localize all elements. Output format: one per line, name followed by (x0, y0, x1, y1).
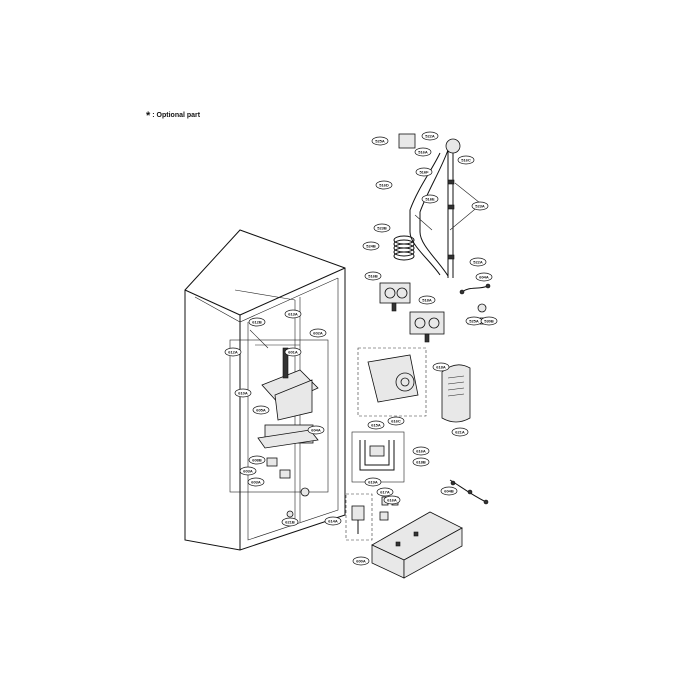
svg-text:524B: 524B (366, 244, 376, 249)
svg-text:523A: 523A (475, 204, 485, 209)
label-524b: 524B (362, 241, 380, 251)
svg-text:518A: 518A (422, 298, 432, 303)
svg-text:523B: 523B (377, 226, 387, 231)
label-619a: 619A (364, 477, 382, 487)
relay-component (345, 493, 373, 541)
water-tubing-assembly (398, 133, 481, 278)
svg-text:516F: 516F (419, 170, 429, 175)
label-612a: 612A (224, 347, 242, 357)
label-600a: 600A (352, 556, 370, 566)
label-516d: 516D (375, 180, 393, 190)
svg-text:621A: 621A (455, 430, 465, 435)
svg-text:603A: 603A (243, 469, 253, 474)
svg-text:600A: 600A (356, 559, 366, 564)
label-617a: 617A (376, 487, 394, 497)
svg-text:619A: 619A (368, 480, 378, 485)
label-516c: 516C (457, 155, 475, 165)
main-control-box (371, 511, 463, 579)
ice-maker (357, 347, 427, 417)
label-602a: 602A (309, 328, 327, 338)
svg-text:618A: 618A (436, 365, 446, 370)
label-523a: 523A (471, 201, 489, 211)
svg-text:616A: 616A (416, 449, 426, 454)
label-603a: 603A (239, 466, 257, 476)
label-604a-dispenser: 604A (307, 425, 325, 435)
label-616a: 616A (412, 446, 430, 456)
svg-text:616A: 616A (387, 498, 397, 503)
svg-text:604A: 604A (479, 275, 489, 280)
label-612b: 612B (248, 317, 266, 327)
svg-text:614A: 614A (328, 519, 338, 524)
wire-harness-lower (449, 479, 489, 505)
svg-text:522A: 522A (473, 260, 483, 265)
optional-part-note: *: Optional part (146, 110, 200, 122)
label-616a-lower: 616A (383, 495, 401, 505)
svg-text:516A: 516A (418, 150, 428, 155)
label-614a: 614A (324, 516, 342, 526)
label-523b: 523B (373, 223, 391, 233)
label-613a: 613A (284, 309, 302, 319)
svg-text:616C: 616C (391, 419, 401, 424)
optional-star-symbol: * (146, 110, 151, 122)
label-621b: 621B (281, 517, 299, 527)
ice-bin-cover (441, 364, 471, 423)
label-518a: 518A (418, 295, 436, 305)
svg-text:604A: 604A (311, 428, 321, 433)
water-valve-lower (409, 311, 445, 343)
svg-text:516D: 516D (379, 183, 389, 188)
svg-text:613A: 613A (288, 312, 298, 317)
label-610a: 610A (234, 388, 252, 398)
svg-text:610A: 610A (238, 391, 248, 396)
svg-text:615A: 615A (371, 423, 381, 428)
svg-text:516B: 516B (368, 274, 378, 279)
svg-text:604B: 604B (444, 489, 454, 494)
label-616c: 616C (387, 416, 405, 426)
label-615a: 615A (367, 420, 385, 430)
svg-text:530B: 530B (484, 319, 494, 324)
label-530b: 530B (480, 316, 498, 326)
svg-text:602A: 602A (313, 331, 323, 336)
label-603a-lower: 603A (247, 477, 265, 487)
label-516a: 516A (414, 147, 432, 157)
svg-text:621B: 621B (285, 520, 295, 525)
wire-harness-upper (459, 283, 491, 295)
label-605a: 605A (252, 405, 270, 415)
label-525a: 525A (371, 136, 389, 146)
svg-text:618B: 618B (416, 460, 426, 465)
svg-text:603A: 603A (251, 480, 261, 485)
svg-text:608B: 608B (252, 458, 262, 463)
svg-text:612A: 612A (228, 350, 238, 355)
svg-text:516E: 516E (425, 197, 435, 202)
label-604b: 604B (440, 486, 458, 496)
svg-text:525A: 525A (375, 139, 385, 144)
label-522a-lower: 522A (469, 257, 487, 267)
heater-duct-assembly (351, 431, 405, 483)
label-516f: 516F (415, 167, 433, 177)
label-608b: 608B (248, 455, 266, 465)
svg-text:522A: 522A (425, 134, 435, 139)
label-516b: 516B (364, 271, 382, 281)
label-522a: 522A (421, 131, 439, 141)
coiled-water-tube (393, 235, 415, 261)
svg-text:605A: 605A (256, 408, 266, 413)
label-601a: 601A (284, 347, 302, 357)
water-valve-upper (379, 282, 411, 312)
label-618b: 618B (412, 457, 430, 467)
label-618a: 618A (432, 362, 450, 372)
optional-part-text: : Optional part (152, 112, 201, 119)
label-516e: 516E (421, 194, 439, 204)
svg-text:516C: 516C (461, 158, 471, 163)
svg-text:525A: 525A (469, 319, 479, 324)
label-604a: 604A (475, 272, 493, 282)
svg-text:617A: 617A (380, 490, 390, 495)
svg-text:601A: 601A (288, 350, 298, 355)
label-525a-fitting: 525A (465, 316, 483, 326)
svg-text:612B: 612B (252, 320, 262, 325)
label-621a: 621A (451, 427, 469, 437)
dispenser-assembly (229, 329, 329, 518)
refrigerator-cabinet (184, 229, 346, 551)
